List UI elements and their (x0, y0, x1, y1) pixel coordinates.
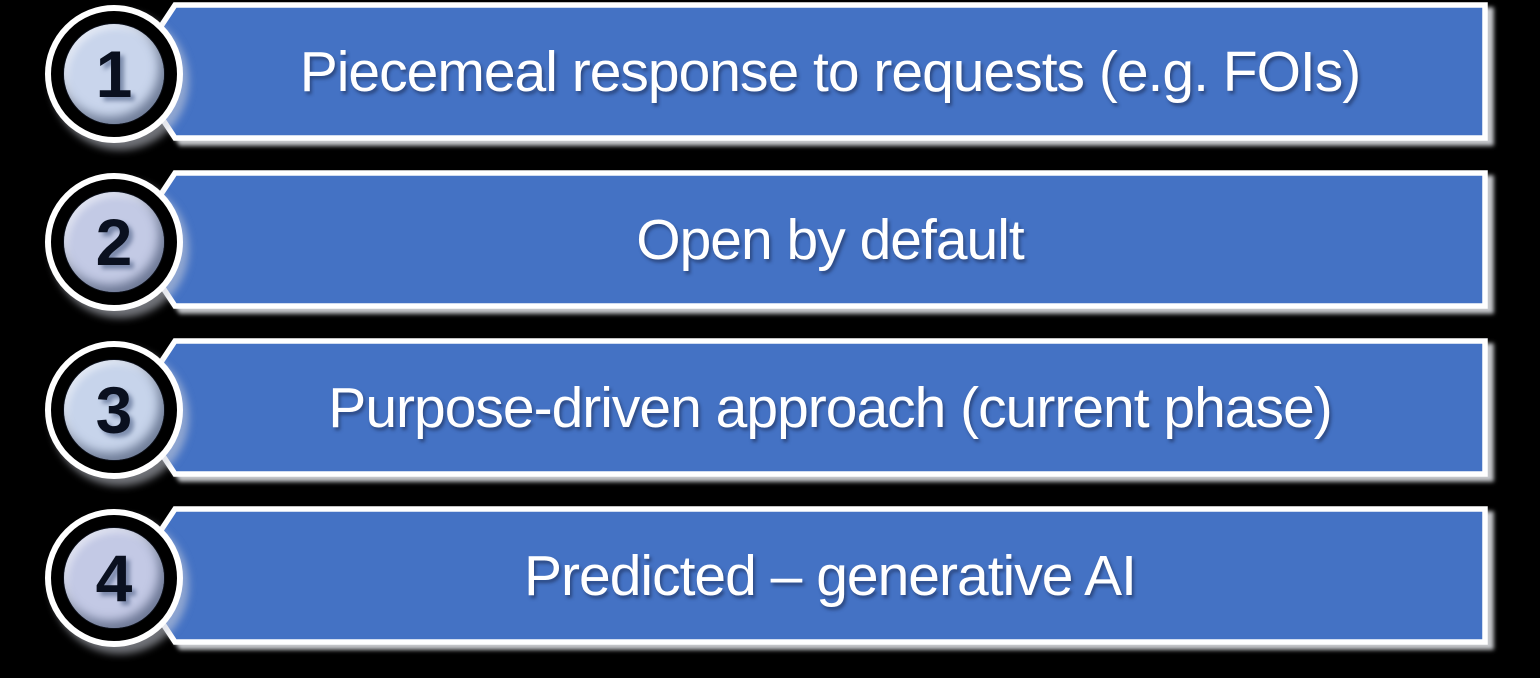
step-badge-ring: 2 (45, 173, 183, 311)
step-label: Open by default (636, 207, 1024, 272)
step-badge-inner: 2 (64, 192, 164, 292)
step-badge: 2 (45, 173, 183, 311)
step-badge-inner: 4 (64, 528, 164, 628)
step-label: Purpose-driven approach (current phase) (328, 375, 1332, 440)
step-banner-shape (127, 2, 1488, 141)
step-label: Piecemeal response to requests (e.g. FOI… (299, 39, 1361, 104)
step-badge: 4 (45, 509, 183, 647)
step-badge: 1 (45, 5, 183, 143)
step-number: 4 (95, 541, 133, 615)
step-badge-inner: 1 (64, 24, 164, 124)
step-badge-ring: 3 (45, 341, 183, 479)
step-badge-inner: 3 (64, 360, 164, 460)
step-number: 2 (95, 205, 133, 279)
step-banner: Piecemeal response to requests (e.g. FOI… (127, 1, 1489, 142)
step-number: 3 (95, 373, 133, 447)
step-number: 1 (95, 37, 133, 111)
step-banner-shape (127, 170, 1488, 309)
process-step-4: Predicted – generative AI 4 (0, 0, 1540, 647)
step-badge-ring: 1 (45, 5, 183, 143)
process-step-1: Piecemeal response to requests (e.g. FOI… (0, 0, 1540, 169)
step-banner: Open by default (127, 169, 1489, 310)
step-banner-shape (127, 338, 1488, 477)
step-banner: Predicted – generative AI (127, 505, 1489, 646)
step-badge: 3 (45, 341, 183, 479)
process-step-3: Purpose-driven approach (current phase) … (0, 0, 1540, 479)
step-banner: Purpose-driven approach (current phase) (127, 337, 1489, 478)
step-label: Predicted – generative AI (524, 543, 1137, 608)
step-banner-shape (127, 506, 1488, 645)
process-step-2: Open by default 2 (0, 0, 1540, 311)
step-badge-ring: 4 (45, 509, 183, 647)
